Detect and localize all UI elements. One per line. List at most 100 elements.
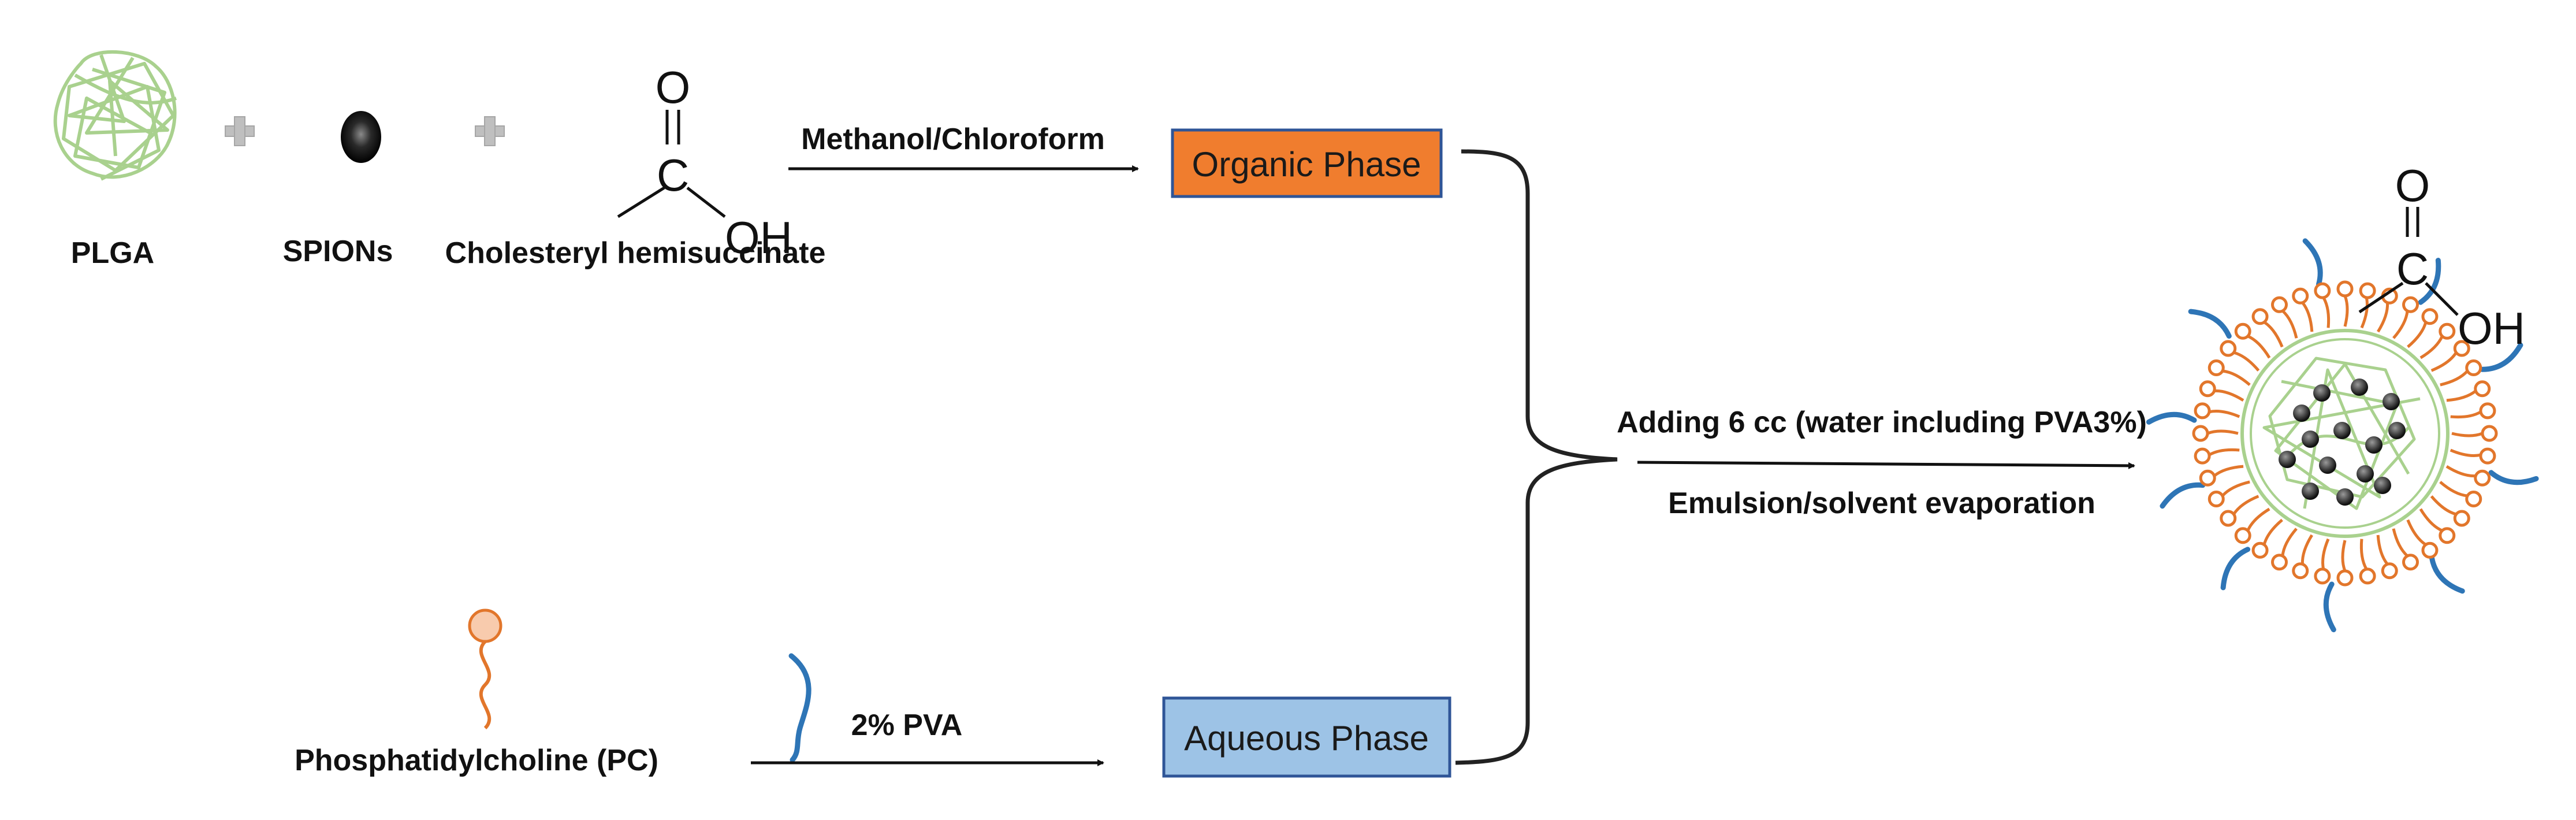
chems-label: Cholesteryl hemisuccinate (445, 236, 826, 270)
spion-particle-icon (341, 111, 381, 163)
lipid-head (2194, 447, 2211, 465)
lipid-head (2479, 447, 2496, 465)
lipid-tail (2343, 295, 2349, 327)
plus-icon (225, 116, 255, 146)
lipid-tail (2263, 321, 2284, 348)
spions-label: SPIONs (283, 235, 393, 268)
pc-label: Phosphatidylcholine (PC) (295, 744, 658, 777)
spion-core-dot (2388, 422, 2406, 439)
lipid-tail (2214, 389, 2244, 402)
lipid-tail (2392, 528, 2409, 557)
lipid-tail (2376, 535, 2389, 565)
spion-core-dot (2313, 384, 2331, 402)
lipid-tail (2445, 465, 2476, 478)
lipid-tail (2207, 429, 2239, 435)
spion-core-dot (2357, 465, 2374, 483)
lipid-head (2292, 287, 2309, 305)
lipid-tail (2232, 495, 2259, 515)
lipid-head (2465, 490, 2482, 507)
spion-core-dot (2336, 488, 2354, 506)
lipid-head (2474, 380, 2491, 398)
lipid-head (2251, 541, 2269, 559)
lipid-head (2402, 554, 2419, 571)
lipid-head (2199, 469, 2216, 487)
spion-core-dot (2351, 379, 2368, 396)
lipid-tail (2281, 528, 2298, 556)
lipid-head (2234, 527, 2251, 544)
lipid-tail (2407, 321, 2428, 348)
lipid-head (2220, 510, 2237, 527)
lipid-tail (2446, 389, 2477, 402)
spion-core-dot (2279, 451, 2296, 468)
hydroxyl-group: OH (725, 212, 792, 263)
pva-surface-chain (2146, 411, 2197, 425)
lipid-tail (2419, 508, 2443, 532)
pva-surface-chain (2188, 309, 2232, 339)
pva-surface-chain (2429, 555, 2465, 594)
lipid-tail (2450, 448, 2481, 457)
nanoparticle-icon: O C OH (2146, 160, 2539, 633)
lipid-tail (2341, 540, 2347, 572)
pva-2-label: 2% PVA (851, 708, 963, 742)
lipid-head (2439, 527, 2456, 544)
shell-hydroxyl-group: OH (2458, 303, 2525, 354)
plus-icon (475, 116, 505, 146)
pva-surface-chains (2146, 238, 2539, 633)
lipid-tail (2360, 297, 2369, 329)
lipid-tail (2222, 369, 2251, 386)
lipid-tail (2451, 432, 2483, 437)
lipid-tail (2233, 351, 2260, 372)
pva-surface-chain (2488, 470, 2539, 485)
lipid-head (2359, 567, 2376, 585)
spion-core-dot (2302, 431, 2319, 448)
lipid-head (2234, 322, 2251, 340)
lipid-tail (2213, 465, 2244, 477)
organic-phase-label: Organic Phase (1192, 145, 1421, 184)
lipid-head (2271, 296, 2288, 313)
lipid-tail (2439, 481, 2468, 498)
lipid-head (2453, 340, 2470, 357)
lipid-tail (2208, 448, 2240, 457)
spion-core-particles (2279, 379, 2406, 506)
lipid-tail (2281, 310, 2298, 339)
aqueous-phase-label: Aqueous Phase (1184, 719, 1429, 758)
lipid-tail (2246, 507, 2270, 532)
lipid-tail (2322, 296, 2331, 328)
lipid-head (2402, 296, 2419, 313)
emulsion-label: Emulsion/solvent evaporation (1668, 487, 2095, 520)
lipid-head (2194, 402, 2211, 420)
lipid-tail (2221, 480, 2250, 497)
lipid-tail (2209, 410, 2240, 418)
spion-core-dot (2374, 477, 2391, 494)
lipid-tail (2430, 495, 2457, 516)
spion-core-dot (2293, 405, 2310, 422)
merge-brace (1455, 149, 1618, 765)
pva-surface-chain (2160, 482, 2206, 509)
lipid-head (2479, 402, 2496, 420)
pva-surface-chain (2302, 238, 2323, 287)
lipid-head (2220, 340, 2237, 357)
lipid-tail (2440, 370, 2469, 387)
pva-surface-chain (2220, 547, 2251, 591)
shell-carbon-atom: C (2396, 243, 2429, 294)
adding-water-label: Adding 6 cc (water including PVA3%) (1617, 406, 2147, 439)
lipid-head (2271, 554, 2288, 571)
lipid-head (2314, 567, 2331, 585)
spion-core-dot (2319, 457, 2336, 474)
pva-surface-chain (2323, 581, 2336, 633)
lipid-head (2199, 380, 2216, 398)
lipid-tail (2430, 351, 2458, 372)
lipid-tail (2377, 302, 2389, 333)
lipid-tail (2321, 538, 2330, 570)
oxygen-atom: O (656, 62, 691, 113)
lipid-head (2336, 569, 2354, 587)
lipid-head (2465, 359, 2482, 377)
final-arrow (1637, 461, 2135, 469)
lipid-head (2439, 322, 2456, 340)
lipid-head (2474, 469, 2491, 487)
lipid-tail (2247, 335, 2271, 359)
spion-core-dot (2383, 393, 2400, 410)
pva-surface-chain (2479, 342, 2523, 372)
aqueous-phase-box: Aqueous Phase (1162, 696, 1451, 778)
